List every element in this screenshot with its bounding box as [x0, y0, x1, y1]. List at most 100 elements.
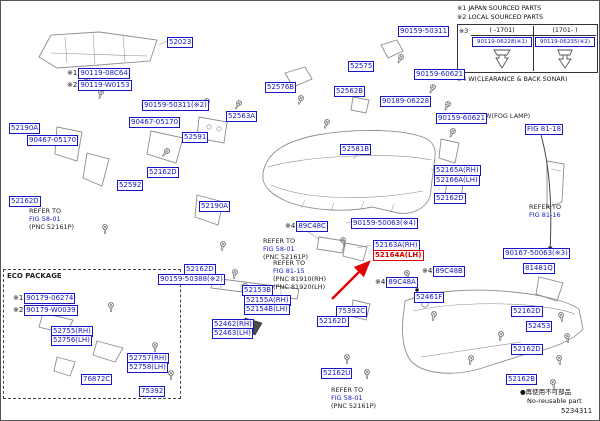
ref-mark-2: ※2 [457, 14, 467, 21]
part-label-89c48c[interactable]: 89C48C [296, 221, 328, 232]
ref-mark: ※4 [285, 222, 296, 230]
fig-link-81-16[interactable]: FIG 81-16 [529, 211, 561, 219]
part-label-90159-50311-2[interactable]: 90159-50311(※2) [142, 100, 209, 111]
lower-valance-drawing [402, 289, 584, 374]
fig-link-81-15[interactable]: FIG 81-15 [273, 267, 305, 275]
part-label-52190a-1[interactable]: 52190A [9, 123, 41, 134]
part-label-52154b[interactable]: 52154B(LH) [244, 304, 290, 315]
refer-note-58-01-b: REFER TO FIG 58-01 (PNC 52161P) [263, 237, 308, 261]
bumper-cover-drawing [262, 129, 436, 214]
variant-col-early: ( -1701) 90119-06228(※1) [471, 26, 533, 71]
note1-text: JAPAN SOURCED PARTS [468, 5, 542, 12]
part-label-90119-08c64[interactable]: 90119-08C64 [78, 68, 130, 79]
nonreusable-dot [415, 288, 419, 292]
note2-text: LOCAL SOURCED PARTS [468, 14, 544, 21]
variant-col-late: (1701- ) 90119-06235(※2) [533, 26, 596, 71]
part-label-90179-w0039[interactable]: 90179-W0039 [24, 305, 78, 316]
part-row-89c48a: ※4 89C48A [375, 277, 418, 288]
part-label-52162b[interactable]: 52162B [506, 374, 538, 385]
ref-mark: ※4 [422, 267, 433, 275]
part-label-52162d-5[interactable]: 52162D [317, 316, 349, 327]
part-label-52190a-2[interactable]: 52190A [199, 201, 231, 212]
part-label-52576b[interactable]: 52576B [265, 82, 297, 93]
ref-mark: ※2 [67, 81, 78, 89]
fig-link-58-01[interactable]: FIG 58-01 [263, 245, 295, 253]
part-label-52563a[interactable]: 52563A [226, 111, 258, 122]
pnc-text: (PNC 52161P) [331, 402, 377, 410]
part-label-90119-06228[interactable]: 90119-06228(※1) [472, 37, 532, 47]
part-row-90179-w0039: ※2 90179-W0039 [13, 305, 78, 316]
part-label-76872c[interactable]: 76872C [81, 374, 113, 385]
refer-note-58-01-a: REFER TO FIG 58-01 (PNC 52161P) [29, 207, 74, 231]
clip-icon [557, 49, 573, 69]
part-label-90119-w0153[interactable]: 90119-W0153 [78, 80, 132, 91]
clip-icon [493, 49, 511, 69]
part-label-52166a[interactable]: 52166A(LH) [434, 175, 480, 186]
part-label-52592[interactable]: 52592 [117, 180, 144, 191]
fog-lamp-arrow [540, 134, 553, 252]
part-label-81481q[interactable]: 81481Q [523, 263, 555, 274]
part-label-52581b[interactable]: 52581B [340, 144, 372, 155]
nonreusable-legend: ●再使用不可部品 No-reusable part [520, 388, 582, 406]
nonreusable-dot-glyph: ● [520, 388, 526, 396]
part-label-52758[interactable]: 52758(LH) [127, 362, 168, 373]
part-label-52162u[interactable]: 52162U [321, 368, 353, 379]
part-label-90167-50063[interactable]: 90167-50063(※3) [503, 248, 570, 259]
refer-to-text: REFER TO [263, 237, 296, 245]
part-label-90119-06235[interactable]: 90119-06235(※2) [535, 37, 595, 47]
nonreusable-en-text: No-reusable part [527, 397, 582, 405]
ref-mark: ※2 [13, 306, 24, 314]
sourcing-legend: ※1 JAPAN SOURCED PARTS ※2 LOCAL SOURCED … [457, 4, 598, 84]
clip-variant-table: ※3 ( -1701) 90119-06228(※1) (1701- ) 901… [457, 24, 598, 73]
fig-link-58-01[interactable]: FIG 58-01 [29, 215, 61, 223]
part-label-52162d-2[interactable]: 52162D [434, 193, 466, 204]
part-label-75392c[interactable]: 75392C [336, 306, 368, 317]
fig-link-81-18[interactable]: FIG 81-18 [525, 124, 564, 135]
part-label-90159-60621-2[interactable]: 90159-60621 [436, 113, 488, 124]
ref-mark-3: ※3 [459, 28, 469, 35]
pnc-text: (PNC 81910(RH) [273, 275, 327, 283]
ref-mark: ※1 [13, 294, 24, 302]
eco-package-title: ECO PACKAGE [7, 272, 62, 280]
part-label-52164a-highlighted[interactable]: 52164A(LH) [373, 250, 424, 261]
part-label-90189-06228[interactable]: 90189-06228 [380, 96, 432, 107]
figure-code: 5234311 [561, 407, 593, 415]
ref-mark: ※4 [375, 278, 386, 286]
part-label-90159-50388[interactable]: 90159-50388(※2) [158, 274, 225, 285]
part-label-52461f[interactable]: 52461F [414, 292, 445, 303]
part-label-90159-60621-1[interactable]: 90159-60621 [414, 69, 466, 80]
part-label-52162d-4[interactable]: 52162D [184, 264, 216, 275]
fig-link-58-01[interactable]: FIG 58-01 [331, 394, 363, 402]
pnc-text: (PNC 52161P) [29, 223, 75, 231]
part-label-75392[interactable]: 75392 [139, 386, 166, 397]
part-label-52575[interactable]: 52575 [348, 61, 375, 72]
refer-note-58-01-c: REFER TO FIG 58-01 (PNC 52161P) [331, 386, 376, 410]
part-label-89c48a[interactable]: 89C48A [386, 277, 418, 288]
part-label-90467-05170-1[interactable]: 90467-05170 [27, 135, 79, 146]
part-label-52591[interactable]: 52591 [182, 132, 209, 143]
part-label-90159-50311-1[interactable]: 90159-50311 [398, 26, 450, 37]
ref-mark-1: ※1 [457, 5, 467, 12]
part-row-90119-w0153: ※2 90119-W0153 [67, 80, 132, 91]
pnc-text: (PNC 81920(LH) [273, 283, 326, 291]
part-label-90159-50063[interactable]: 90159-50063(※4) [351, 218, 418, 229]
part-label-52162d-6[interactable]: 52162D [511, 306, 543, 317]
part-label-52756[interactable]: 52756(LH) [51, 335, 92, 346]
part-label-52162d-7[interactable]: 52162D [511, 344, 543, 355]
part-label-52453[interactable]: 52453 [526, 321, 553, 332]
refer-note-81-16: REFER TO FIG 81-16 [529, 203, 561, 219]
part-row-90179-06274: ※1 90179-06274 [13, 293, 76, 304]
part-row-90119-08c64: ※1 90119-08C64 [67, 68, 130, 79]
part-label-52162d-3[interactable]: 52162D [147, 167, 179, 178]
part-label-52023[interactable]: 52023 [167, 37, 194, 48]
part-label-52562b[interactable]: 52562B [334, 86, 366, 97]
part-label-90467-05170-2[interactable]: 90467-05170 [129, 117, 181, 128]
part-label-89c48b[interactable]: 89C48B [433, 266, 465, 277]
part-label-52463[interactable]: 52463(LH) [212, 328, 253, 339]
part-label-90179-06274[interactable]: 90179-06274 [24, 293, 76, 304]
refer-note-81-15: REFER TO FIG 81-15 (PNC 81910(RH) (PNC 8… [273, 259, 326, 291]
date-range-early: ( -1701) [471, 26, 533, 36]
reinforcement-bar-drawing [38, 31, 158, 69]
refer-to-text: REFER TO [273, 259, 306, 267]
part-label-52162d-1[interactable]: 52162D [9, 196, 41, 207]
